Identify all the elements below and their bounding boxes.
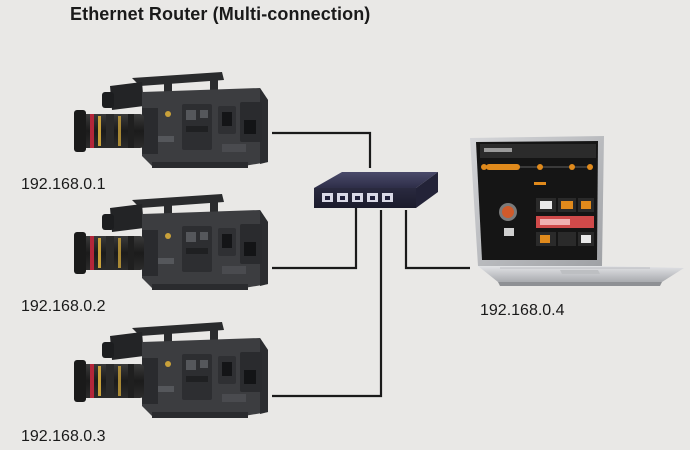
- camera-3: [74, 322, 268, 418]
- laptop-ip-label: 192.168.0.4: [480, 302, 565, 319]
- cable-laptop: [404, 210, 470, 270]
- router-icon: [314, 172, 438, 208]
- camera-2: [74, 194, 268, 290]
- camera-1-ip-label: 192.168.0.1: [21, 176, 106, 193]
- cable-camera-3: [272, 210, 383, 398]
- camera-1: [74, 72, 268, 168]
- network-cables: [272, 131, 470, 398]
- camera-2-ip-label: 192.168.0.2: [21, 298, 106, 315]
- camera-3-ip-label: 192.168.0.3: [21, 428, 106, 445]
- diagram-title: Ethernet Router (Multi-connection): [70, 4, 371, 24]
- cable-camera-2: [272, 208, 358, 270]
- laptop-icon: [470, 136, 684, 286]
- cable-camera-1: [272, 131, 372, 168]
